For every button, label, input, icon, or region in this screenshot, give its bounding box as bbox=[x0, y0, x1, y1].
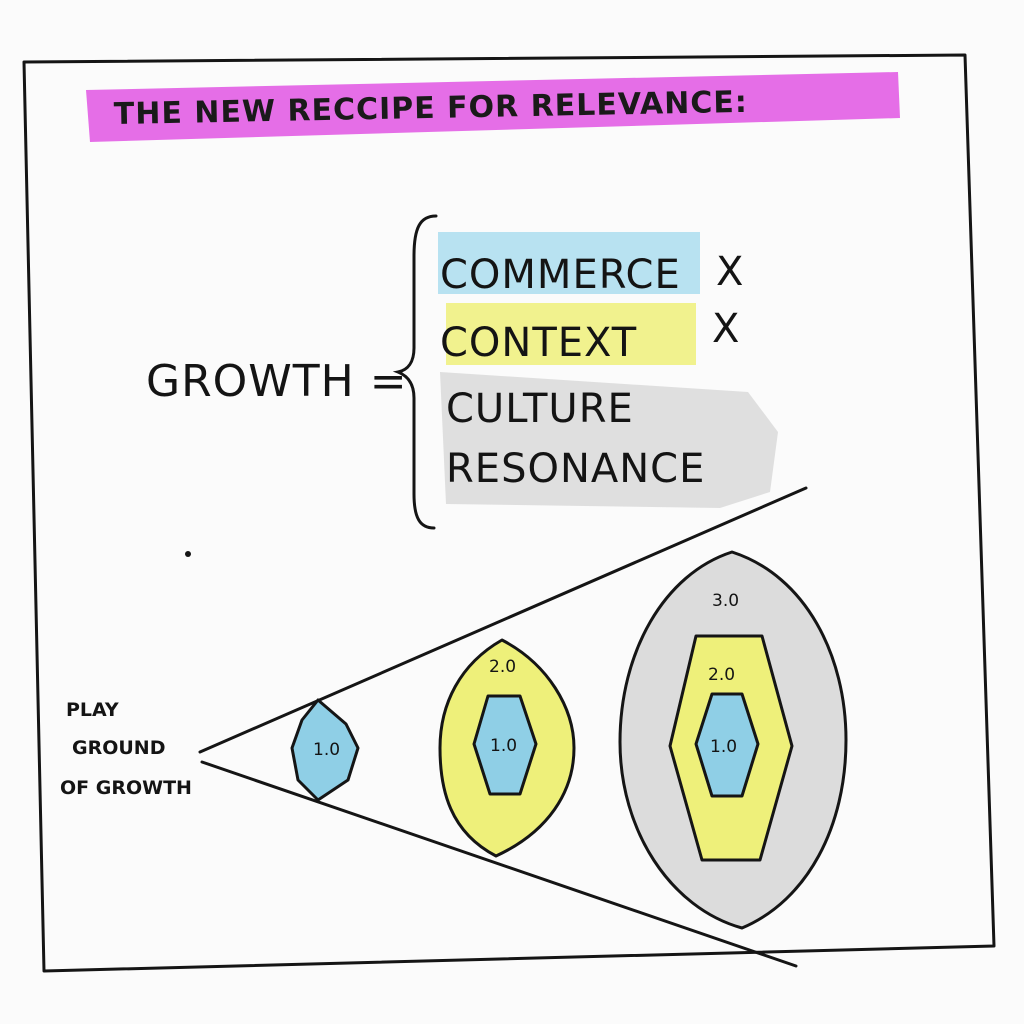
stage-3-layer-1-shape bbox=[694, 692, 760, 798]
context-highlight bbox=[446, 303, 696, 365]
cone-lower-line bbox=[200, 760, 798, 968]
playground-label-line-1: PLAY bbox=[66, 699, 119, 721]
playground-label-line-3: OF GROWTH bbox=[60, 777, 192, 799]
term-resonance: RESONANCE bbox=[446, 446, 705, 492]
stage-3-layer-3-label: 3.0 bbox=[712, 591, 739, 611]
curly-brace bbox=[392, 214, 438, 530]
title-highlight bbox=[86, 72, 900, 142]
multiply-sign-2: X bbox=[712, 306, 739, 352]
stage-1-layer-1-shape bbox=[290, 698, 360, 802]
stage-2-layer-2-label: 2.0 bbox=[489, 657, 516, 677]
ink-dot bbox=[185, 551, 191, 557]
equation-lhs: GROWTH = bbox=[146, 356, 408, 407]
term-context: CONTEXT bbox=[440, 320, 637, 366]
culture-resonance-highlight bbox=[440, 372, 778, 508]
term-culture: CULTURE bbox=[446, 386, 634, 432]
stage-3-layer-2-label: 2.0 bbox=[708, 665, 735, 685]
stage-2-layer-1-label: 1.0 bbox=[490, 736, 517, 756]
term-commerce: COMMERCE bbox=[440, 252, 681, 298]
stage-3-layer-1-label: 1.0 bbox=[710, 737, 737, 757]
frame-border bbox=[22, 53, 996, 973]
commerce-highlight bbox=[438, 232, 700, 294]
stage-2-layer-1-shape bbox=[472, 694, 538, 796]
multiply-sign-1: X bbox=[716, 249, 743, 295]
playground-label-line-2: GROUND bbox=[72, 737, 165, 759]
cone-upper-line bbox=[198, 486, 808, 754]
stage-1-layer-1-label: 1.0 bbox=[313, 740, 340, 760]
